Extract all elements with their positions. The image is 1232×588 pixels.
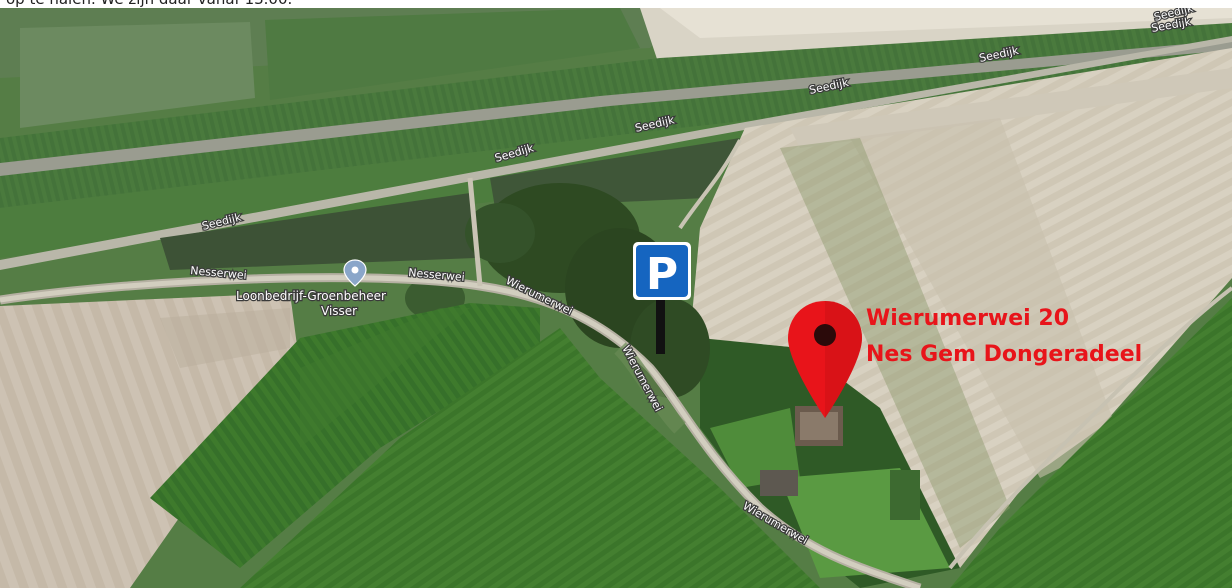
poi-label-line2: Visser — [321, 304, 357, 318]
road-label-nesserwei-1: Nesserwei — [190, 264, 247, 282]
parking-sign-icon[interactable]: P — [633, 242, 691, 354]
map-pin-icon[interactable] — [343, 259, 367, 287]
destination-address-line1: Wierumerwei 20 — [866, 306, 1069, 331]
location-marker-icon[interactable] — [788, 301, 862, 418]
road-label-nesserwei-2: Nesserwei — [408, 266, 465, 284]
satellite-map[interactable]: Seedijk Seedijk Seedijk Seedijk Seedijk … — [0, 8, 1232, 588]
destination-address-line2: Nes Gem Dongeradeel — [866, 342, 1142, 367]
page-caption: op te halen. We zijn daar vanaf 13.00. — [6, 0, 292, 8]
poi-label-line1: Loonbedrijf-Groenbeheer — [236, 289, 386, 303]
parking-letter: P — [646, 249, 678, 300]
